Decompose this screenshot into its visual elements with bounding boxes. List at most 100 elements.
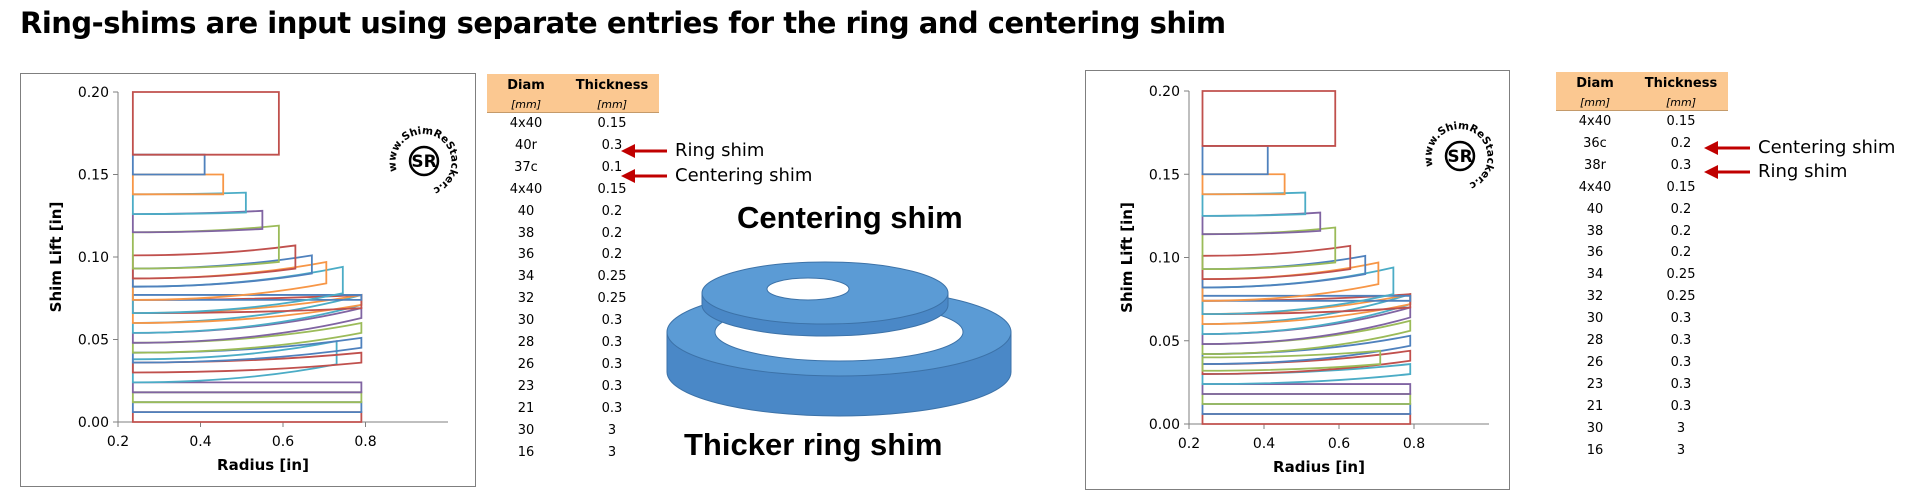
cell-thickness: 0.25 (1666, 289, 1696, 305)
cell-thickness: 0.3 (1670, 376, 1692, 392)
cell-diam: 30 (1586, 420, 1604, 436)
x-tick-label: 0.2 (1178, 436, 1200, 452)
shim-outline (131, 381, 363, 394)
cell-diam: 4x40 (509, 116, 543, 131)
x-tick-label: 0.4 (1253, 436, 1275, 452)
y-tick-label: 0.15 (1149, 167, 1180, 183)
cell-thickness: 0.15 (597, 116, 627, 131)
cell-diam: 36c (1583, 135, 1607, 151)
shim-outline (1201, 403, 1412, 415)
shim-outline (131, 91, 280, 156)
cell-diam: 36 (1586, 245, 1604, 261)
logo-letters: SR (411, 152, 436, 172)
shim-outline (1201, 145, 1269, 176)
y-tick-label: 0.20 (78, 85, 109, 101)
cell-thickness: 3 (1676, 420, 1686, 436)
shim-outline (1201, 294, 1412, 302)
table-row: 30 3 (1556, 418, 1728, 440)
red-arrow-icon (1704, 164, 1750, 179)
shim-outline (1201, 90, 1337, 147)
red-arrow-icon (621, 168, 667, 183)
red-arrow-icon (1704, 140, 1750, 155)
x-tick-label: 0.6 (1328, 436, 1350, 452)
cell-thickness: 3 (1676, 442, 1686, 458)
col-header-diam: Diam (487, 74, 565, 96)
cell-diam: 30 (517, 313, 535, 329)
cell-diam: 28 (517, 335, 535, 351)
cell-thickness: 0.3 (601, 400, 623, 416)
cell-thickness: 0.15 (1666, 179, 1696, 195)
cell-diam: 23 (517, 378, 535, 394)
x-tick-label: 0.4 (189, 434, 211, 450)
x-axis-label: Radius [in] (217, 456, 309, 474)
cell-diam: 34 (517, 269, 535, 285)
cell-diam: 37c (514, 159, 538, 175)
cell-diam: 21 (1586, 398, 1604, 414)
shim-outline (1201, 383, 1412, 395)
y-tick-label: 0.05 (1149, 334, 1180, 350)
cell-diam: 26 (517, 356, 535, 372)
y-tick-label: 0.15 (78, 168, 109, 184)
shim-outline (131, 153, 206, 176)
cell-thickness: 0.2 (601, 203, 623, 219)
cell-thickness: 0.3 (1670, 398, 1692, 414)
shim-outline (131, 294, 363, 301)
cell-thickness: 0.2 (1670, 223, 1692, 239)
callout-label: Ring shim (1758, 161, 1848, 182)
callout-centering-shim-right: Centering shim (1704, 137, 1895, 158)
cell-diam: 30 (1586, 311, 1604, 327)
cell-thickness: 0.15 (1666, 114, 1696, 129)
cell-thickness: 0.3 (601, 356, 623, 372)
x-tick-label: 0.8 (1403, 436, 1425, 452)
cell-thickness: 0.2 (601, 247, 623, 263)
y-tick-label: 0.05 (78, 333, 109, 349)
logo-ring-text: www.ShimReStacker.com (1086, 71, 1497, 192)
callout-ring-shim-right: Ring shim (1704, 161, 1847, 182)
callout-label: Centering shim (1758, 137, 1896, 158)
cell-diam: 38 (1586, 223, 1604, 239)
cell-diam: 32 (1586, 289, 1604, 305)
cell-thickness: 0.25 (1666, 267, 1696, 283)
page-title: Ring-shims are input using separate entr… (20, 6, 1226, 40)
cell-diam: 34 (1586, 267, 1604, 283)
col-unit-diam: [mm] (1556, 94, 1634, 111)
cell-diam: 16 (1586, 442, 1604, 458)
cell-diam: 40r (515, 137, 537, 153)
cell-thickness: 0.25 (597, 269, 627, 285)
cell-thickness: 0.15 (597, 181, 627, 197)
shim-outline (1201, 413, 1412, 425)
cell-thickness: 0.3 (601, 313, 623, 329)
callout-label: Centering shim (675, 165, 813, 186)
callout-label: Ring shim (675, 140, 765, 161)
shim-outline (1201, 349, 1382, 372)
cell-diam: 16 (517, 444, 535, 460)
cell-diam: 36 (517, 247, 535, 263)
cell-thickness: 0.2 (1670, 201, 1692, 217)
cell-diam: 38 (517, 225, 535, 241)
cell-diam: 26 (1586, 354, 1604, 370)
shim-outline (1201, 393, 1412, 405)
cell-thickness: 0.3 (1670, 311, 1692, 327)
shim-outline (131, 191, 247, 216)
